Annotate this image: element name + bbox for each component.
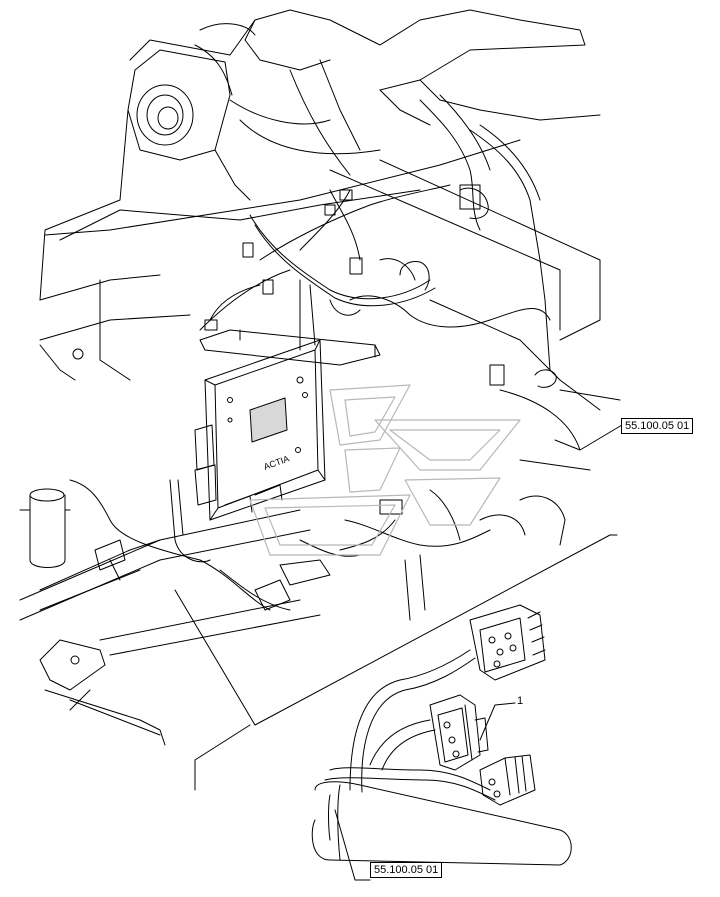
detail-connectors xyxy=(311,604,572,866)
upper-harness xyxy=(199,94,557,388)
chassis-frame xyxy=(199,159,621,546)
reference-box-bottom: 55.100.05 01 xyxy=(370,862,443,878)
loader-arm-structure xyxy=(39,9,601,381)
callout-item-1: 1 xyxy=(517,695,524,707)
leader-lines xyxy=(174,424,623,881)
lower-cylinder xyxy=(19,479,491,746)
module-brand-label: ACTIA xyxy=(262,453,290,471)
control-module: ACTIA xyxy=(194,339,326,521)
watermark-logo xyxy=(249,384,521,556)
upper-connectors xyxy=(204,184,505,515)
reference-box-top: 55.100.05 01 xyxy=(621,418,694,434)
